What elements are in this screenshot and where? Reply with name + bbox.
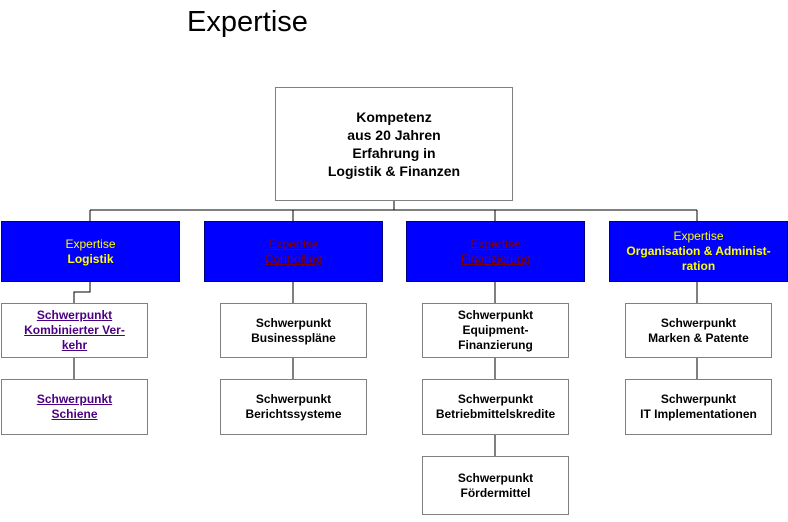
item-line: Schwerpunkt (255, 392, 332, 406)
item-schiene[interactable]: Schwerpunkt Schiene (1, 379, 148, 435)
category-name: Logistik (67, 251, 114, 266)
item-line[interactable]: Kombinierter Ver- (24, 323, 125, 337)
root-competence-box: Kompetenz aus 20 Jahren Erfahrung in Log… (275, 87, 513, 201)
item-line[interactable]: kehr (61, 338, 88, 352)
root-line: Kompetenz (356, 109, 432, 125)
item-line: IT Implementationen (640, 407, 757, 421)
connector-logistik-item1 (73, 282, 91, 303)
page-title: Expertise (187, 6, 308, 38)
item-businessplaene: Schwerpunkt Businesspläne (220, 303, 367, 358)
item-line: Fördermittel (460, 485, 531, 500)
category-label: Expertise (673, 229, 724, 243)
category-label[interactable]: Expertise (268, 236, 319, 251)
item-betriebmittelskredite: Schwerpunkt Betriebmittelskredite (422, 379, 569, 435)
category-label: Expertise (65, 236, 116, 251)
item-line[interactable]: Schwerpunkt (36, 392, 113, 406)
item-line: Finanzierung (458, 338, 533, 352)
item-line: Schwerpunkt (457, 308, 534, 322)
category-name: Organisation & Administ- (626, 244, 771, 258)
category-name: ration (681, 259, 716, 273)
item-it-implementationen: Schwerpunkt IT Implementationen (625, 379, 772, 435)
category-name[interactable]: Controlling (264, 251, 323, 266)
root-line: Logistik & Finanzen (327, 163, 461, 179)
item-line: Berichtssysteme (245, 407, 342, 421)
item-line: Schwerpunkt (457, 470, 534, 485)
root-line: aus 20 Jahren (347, 127, 441, 143)
item-kombinierter-verkehr[interactable]: Schwerpunkt Kombinierter Ver- kehr (1, 303, 148, 358)
category-finanzierung[interactable]: Expertise Finanzierung (406, 221, 585, 282)
item-line: Schwerpunkt (457, 392, 534, 406)
item-line: Schwerpunkt (660, 392, 737, 406)
item-marken-patente: Schwerpunkt Marken & Patente (625, 303, 772, 358)
category-logistik: Expertise Logistik (1, 221, 180, 282)
item-line[interactable]: Schwerpunkt (36, 308, 113, 322)
item-berichtssysteme: Schwerpunkt Berichtssysteme (220, 379, 367, 435)
item-line: Betriebmittelskredite (435, 407, 556, 421)
item-line: Schwerpunkt (660, 315, 737, 330)
category-name[interactable]: Finanzierung (460, 251, 531, 266)
item-line[interactable]: Schiene (51, 407, 98, 421)
category-organisation: Expertise Organisation & Administ- ratio… (609, 221, 788, 282)
root-line: Erfahrung in (352, 145, 436, 161)
item-equipment-finanzierung: Schwerpunkt Equipment- Finanzierung (422, 303, 569, 358)
item-line: Schwerpunkt (255, 315, 332, 330)
item-line: Businesspläne (251, 330, 336, 345)
category-label[interactable]: Expertise (470, 236, 521, 251)
item-line: Marken & Patente (648, 330, 749, 345)
category-controlling[interactable]: Expertise Controlling (204, 221, 383, 282)
item-line: Equipment- (462, 323, 529, 337)
item-foerdermittel: Schwerpunkt Fördermittel (422, 456, 569, 515)
